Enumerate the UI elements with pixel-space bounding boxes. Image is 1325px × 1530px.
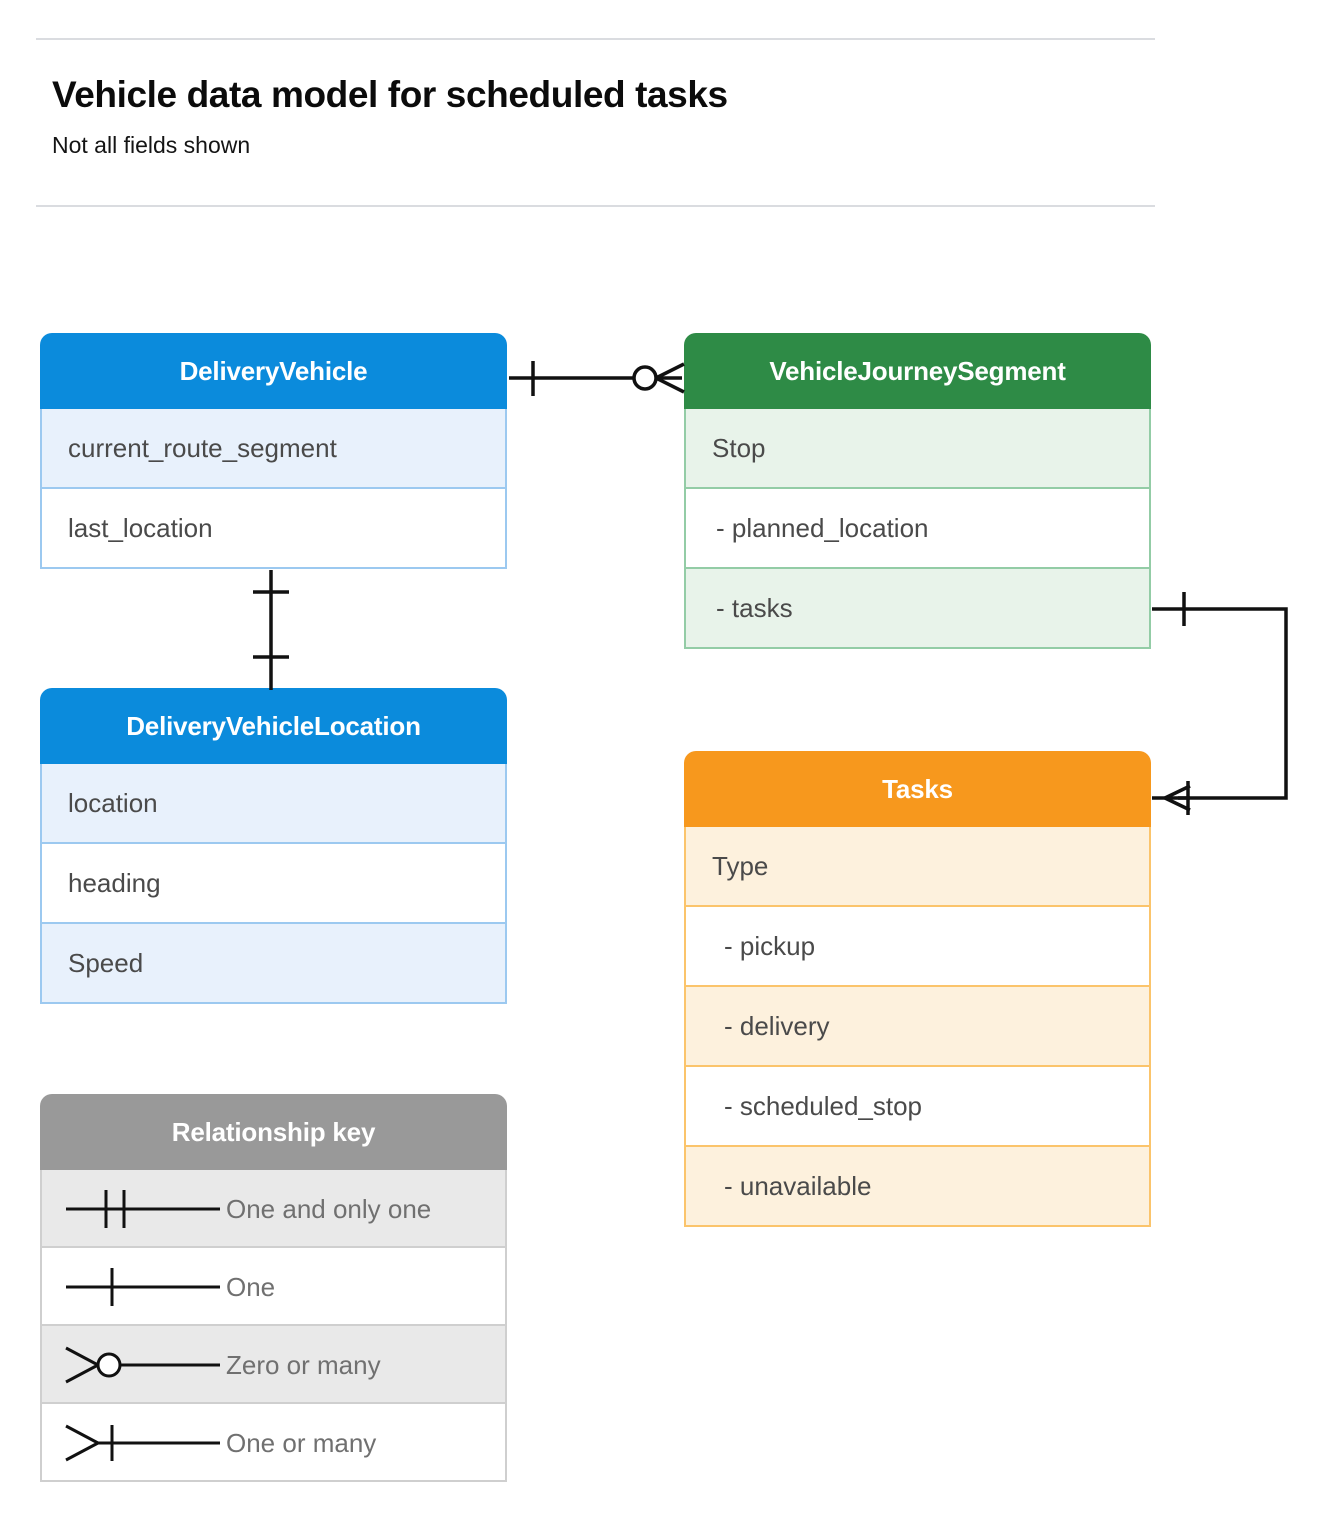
entity-field-row: location (40, 764, 507, 844)
legend-item-label: One (226, 1272, 276, 1302)
entity-title-tasks: Tasks (684, 751, 1151, 827)
entity-delivery-vehicle[interactable]: DeliveryVehicle current_route_segment la… (40, 333, 507, 569)
legend-item-label: One and only one (226, 1194, 432, 1224)
entity-field-row: - unavailable (684, 1147, 1151, 1227)
entity-field-row: Stop (684, 409, 1151, 489)
entity-tasks[interactable]: Tasks Type - pickup - delivery - schedul… (684, 751, 1151, 1227)
page-subtitle: Not all fields shown (52, 132, 251, 158)
legend-title: Relationship key (40, 1094, 507, 1170)
entity-delivery-vehicle-location[interactable]: DeliveryVehicleLocation location heading… (40, 688, 507, 1004)
legend-item-one: One (40, 1248, 507, 1326)
one-icon (64, 1248, 224, 1324)
header-divider-bottom (36, 205, 1155, 207)
connector-delivery-vehicle-to-journey-segment (509, 361, 685, 396)
entity-field-row: - pickup (684, 907, 1151, 987)
entity-field-row: - planned_location (684, 489, 1151, 569)
connector-journey-segment-tasks-to-tasks (1152, 592, 1288, 815)
zero-or-many-icon (64, 1326, 224, 1402)
one-and-only-one-icon (64, 1170, 224, 1246)
legend-item-label: One or many (226, 1428, 377, 1458)
page-title: Vehicle data model for scheduled tasks (52, 74, 728, 115)
entity-field-row: Type (684, 827, 1151, 907)
entity-field-row: last_location (40, 489, 507, 569)
entity-field-row: - scheduled_stop (684, 1067, 1151, 1147)
legend-item-one-or-many: One or many (40, 1404, 507, 1482)
header-divider-top (36, 38, 1155, 40)
entity-field-row: - tasks (684, 569, 1151, 649)
one-or-many-icon (64, 1404, 224, 1480)
entity-title-delivery-vehicle-location: DeliveryVehicleLocation (40, 688, 507, 764)
entity-title-delivery-vehicle: DeliveryVehicle (40, 333, 507, 409)
connector-delivery-vehicle-to-location (253, 570, 289, 690)
entity-field-row: current_route_segment (40, 409, 507, 489)
entity-field-row: heading (40, 844, 507, 924)
entity-vehicle-journey-segment[interactable]: VehicleJourneySegment Stop - planned_loc… (684, 333, 1151, 649)
legend-item-zero-or-many: Zero or many (40, 1326, 507, 1404)
legend-item-label: Zero or many (226, 1350, 381, 1380)
entity-field-row: Speed (40, 924, 507, 1004)
legend-item-one-and-only-one: One and only one (40, 1170, 507, 1248)
entity-title-vehicle-journey-segment: VehicleJourneySegment (684, 333, 1151, 409)
entity-field-row: - delivery (684, 987, 1151, 1067)
legend-relationship-key[interactable]: Relationship key One and only one One (40, 1094, 507, 1482)
